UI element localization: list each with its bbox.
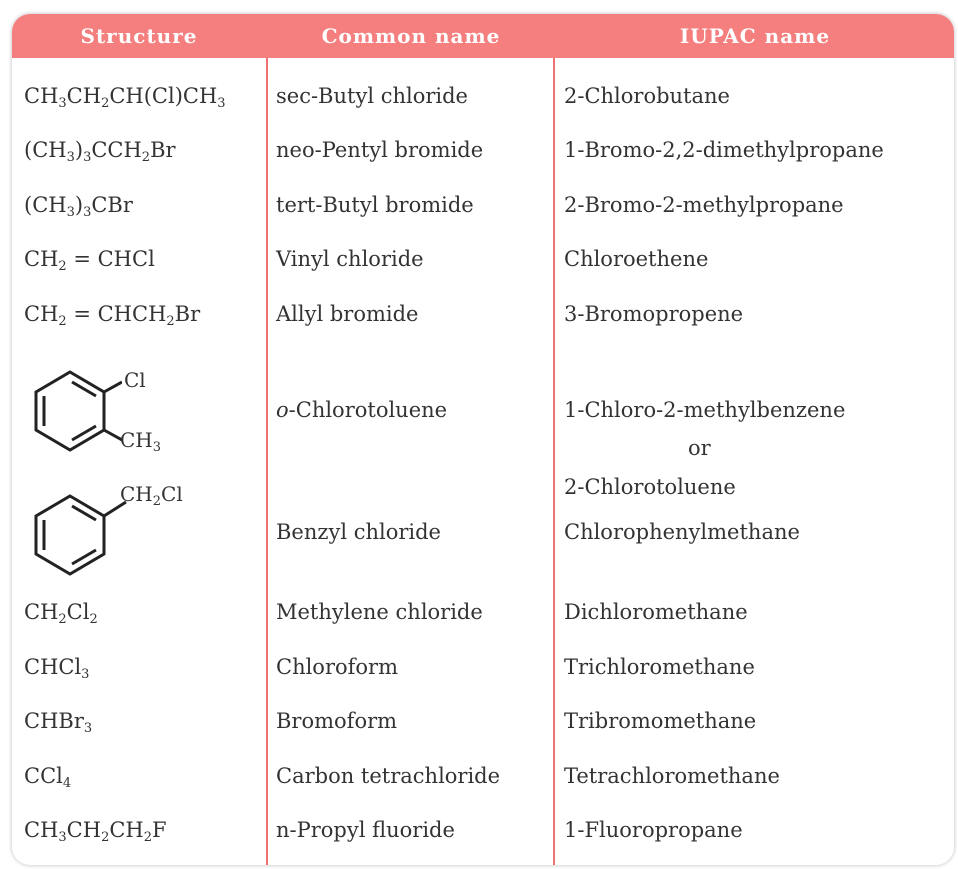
iupac-name: Tetrachloromethane — [564, 764, 780, 788]
common-name: n-Propyl fluoride — [276, 818, 455, 842]
column-divider-1 — [266, 58, 268, 865]
methyl-substituent-label: CH3 — [120, 428, 162, 455]
iupac-name: 1-Bromo-2,2-dimethylpropane — [564, 138, 884, 162]
chloro-substituent-label: Cl — [124, 368, 146, 392]
common-name: Vinyl chloride — [276, 247, 424, 271]
iupac-name: 2-Chlorobutane — [564, 84, 730, 108]
common-name: Benzyl chloride — [276, 520, 441, 544]
common-name: Methylene chloride — [276, 600, 483, 624]
chloromethyl-substituent-label: CH2Cl — [120, 482, 183, 509]
header-common-name: Common name — [321, 24, 501, 48]
iupac-or: or — [688, 436, 711, 460]
iupac-name-alt: 2-Chlorotoluene — [564, 475, 736, 499]
haloalkane-nomenclature-table: Structure Common name IUPAC name CH3CH2C… — [12, 14, 954, 865]
structure-formula: (CH3)3CCH2Br — [24, 138, 176, 165]
iupac-name: 1-Fluoropropane — [564, 818, 743, 842]
structure-formula: CHBr3 — [24, 709, 93, 736]
structure-formula: (CH3)3CBr — [24, 193, 133, 220]
structure-formula: CHCl3 — [24, 655, 90, 682]
iupac-name: Trichloromethane — [564, 655, 755, 679]
table-header: Structure Common name IUPAC name — [12, 14, 954, 58]
structure-formula: CH2Cl2 — [24, 600, 98, 627]
iupac-name: Chloroethene — [564, 247, 709, 271]
header-structure: Structure — [80, 24, 198, 48]
structure-formula: CCl4 — [24, 764, 72, 791]
common-name: Carbon tetrachloride — [276, 764, 501, 788]
common-name: neo-Pentyl bromide — [276, 138, 484, 162]
iupac-name: Chlorophenylmethane — [564, 520, 800, 544]
common-name: tert-Butyl bromide — [276, 193, 474, 217]
common-name: Bromoform — [276, 709, 398, 733]
benzene-ring-icon — [34, 370, 122, 452]
structure-formula: CH2 = CHCH2Br — [24, 302, 201, 329]
common-name: Allyl bromide — [276, 302, 419, 326]
iupac-name: 3-Bromopropene — [564, 302, 744, 326]
column-divider-2 — [553, 58, 555, 865]
header-iupac-name: IUPAC name — [679, 24, 831, 48]
iupac-name: Dichloromethane — [564, 600, 748, 624]
common-name: Chloroform — [276, 655, 399, 679]
structure-formula: CH2 = CHCl — [24, 247, 155, 274]
iupac-name: 1-Chloro-2-methylbenzene — [564, 398, 846, 422]
common-name: sec-Butyl chloride — [276, 84, 468, 108]
iupac-name: Tribromomethane — [564, 709, 757, 733]
structure-formula: CH3CH2CH2F — [24, 818, 167, 845]
structure-formula: CH3CH2CH(Cl)CH3 — [24, 84, 226, 111]
benzene-ring-icon — [34, 494, 127, 576]
iupac-name: 2-Bromo-2-methylpropane — [564, 193, 844, 217]
common-name: o-Chlorotoluene — [276, 398, 448, 422]
